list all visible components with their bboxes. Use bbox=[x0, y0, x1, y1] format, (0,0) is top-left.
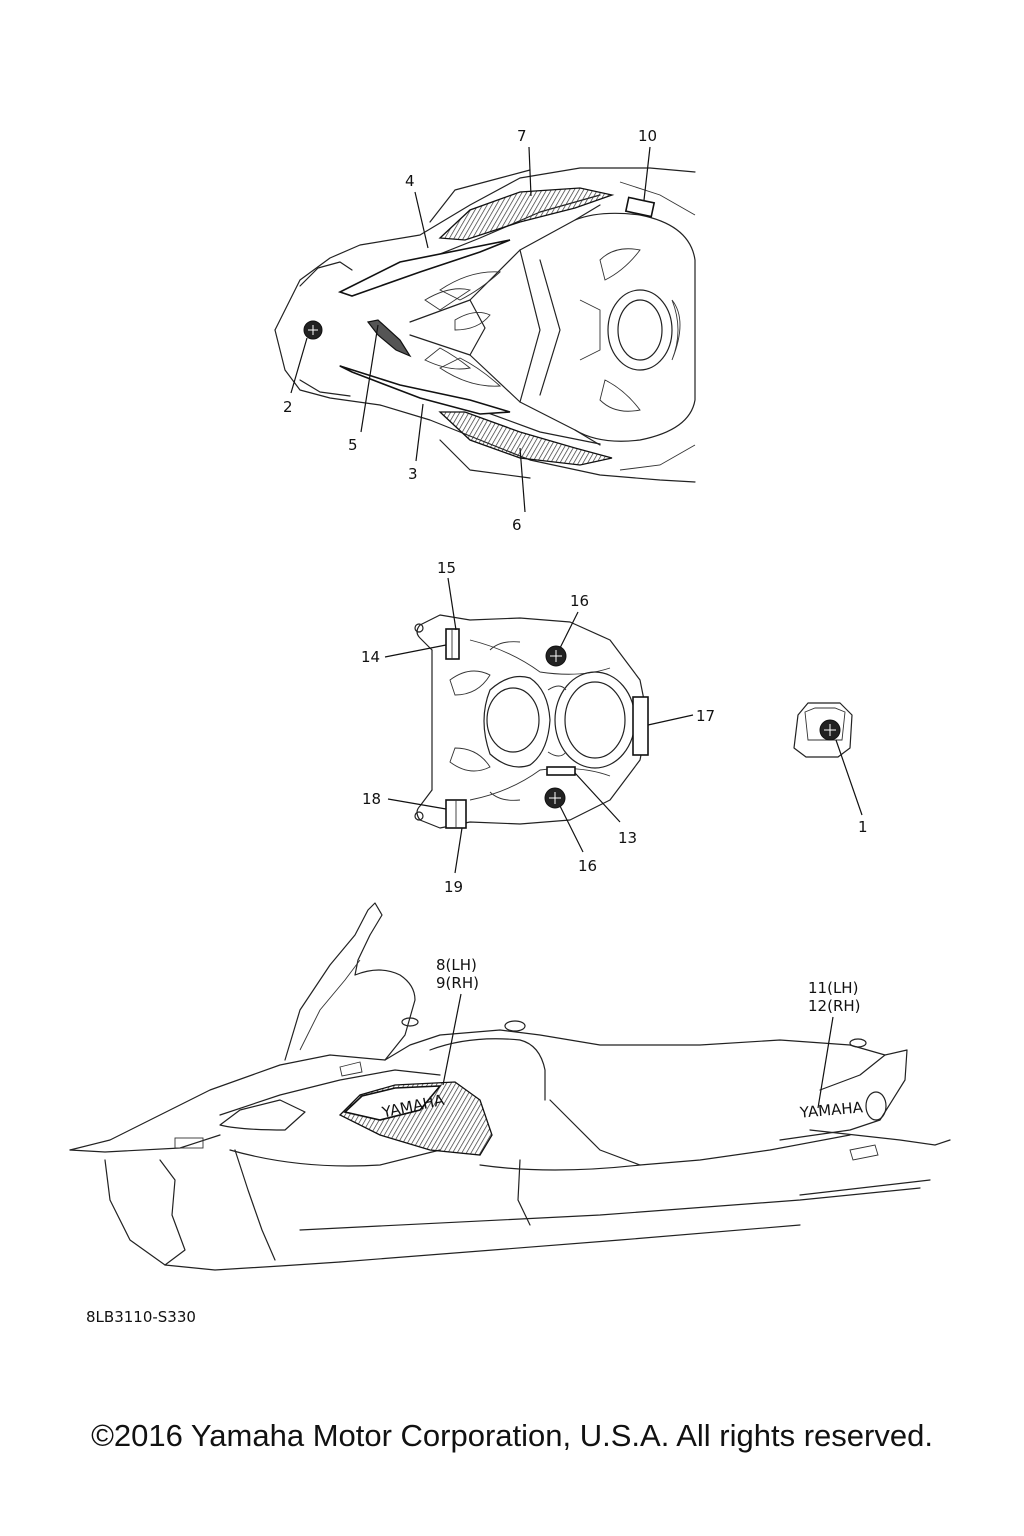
callout-16-top: 16 bbox=[570, 592, 589, 610]
callout-19: 19 bbox=[444, 878, 463, 896]
callout-4: 4 bbox=[405, 172, 415, 190]
decal-17 bbox=[632, 696, 649, 756]
decal-10 bbox=[624, 196, 656, 218]
callout-7: 7 bbox=[517, 127, 527, 145]
emblem-part-1 bbox=[793, 702, 853, 758]
seat-cowl-view bbox=[414, 614, 649, 829]
decal-6 bbox=[438, 411, 613, 466]
part-code: 8LB3110-S330 bbox=[86, 1308, 196, 1326]
decal-3 bbox=[339, 365, 511, 415]
decal-4 bbox=[337, 239, 511, 297]
callout-15: 15 bbox=[437, 559, 456, 577]
callout-1: 1 bbox=[858, 818, 868, 836]
callout-16-bottom: 16 bbox=[578, 857, 597, 875]
callout-17: 17 bbox=[696, 707, 715, 725]
copyright-notice: ©2016 Yamaha Motor Corporation, U.S.A. A… bbox=[91, 1418, 933, 1453]
callout-18: 18 bbox=[362, 790, 381, 808]
hood-top-view bbox=[274, 167, 696, 483]
hood-callouts: 7 10 4 2 5 3 6 bbox=[283, 127, 657, 534]
seat-callouts: 15 14 16 17 18 13 16 19 1 bbox=[361, 559, 868, 896]
callout-9: 9(RH) bbox=[436, 974, 479, 992]
decal-7 bbox=[438, 187, 615, 241]
callout-10: 10 bbox=[638, 127, 657, 145]
callout-6: 6 bbox=[512, 516, 522, 534]
decal-15-14 bbox=[445, 628, 460, 660]
rear-yamaha-decal: YAMAHA bbox=[798, 1098, 864, 1122]
callout-14: 14 bbox=[361, 648, 380, 666]
callout-12: 12(RH) bbox=[808, 997, 861, 1015]
side-callouts: 8(LH) 9(RH) 11(LH) 12(RH) bbox=[436, 956, 861, 1109]
callout-13: 13 bbox=[618, 829, 637, 847]
snowmobile-side-view: YAMAHA YAMAHA bbox=[69, 902, 951, 1271]
decal-5 bbox=[366, 319, 412, 358]
decal-13 bbox=[546, 766, 576, 776]
callout-8: 8(LH) bbox=[436, 956, 477, 974]
callout-2: 2 bbox=[283, 398, 293, 416]
callout-5: 5 bbox=[348, 436, 358, 454]
callout-3: 3 bbox=[408, 465, 418, 483]
callout-11: 11(LH) bbox=[808, 979, 858, 997]
